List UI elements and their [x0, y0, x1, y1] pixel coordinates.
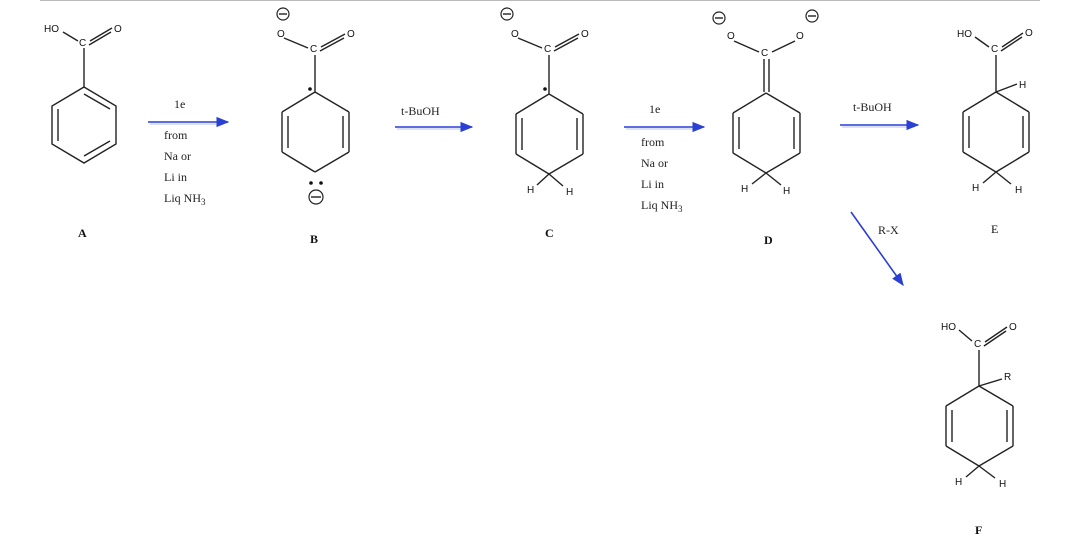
- condition-line: Li in: [164, 170, 187, 184]
- hydrogen-atom: H: [741, 184, 748, 195]
- hydrogen-atom: H: [955, 477, 962, 488]
- hydrogen-atom: H: [783, 186, 790, 197]
- carbon-atom: C: [761, 48, 768, 59]
- hydrogen-atom: H: [566, 187, 573, 198]
- condition-line: Na or: [164, 149, 191, 163]
- compound-e-dihydrobenzoic-acid: HO C O H H H E: [957, 28, 1033, 236]
- condition-line: 1e: [174, 97, 185, 111]
- step-1-reduction: 1e from Na or Li in Liq NH3: [148, 97, 230, 207]
- oxygen-atom: O: [1025, 28, 1033, 39]
- hydroxyl-atom: HO: [941, 322, 956, 333]
- reaction-arrow-5: [850, 211, 904, 287]
- reagent-label: R-X: [878, 223, 899, 237]
- hydrogen-atom: H: [1015, 185, 1022, 196]
- step-5-alkylation: R-X: [850, 211, 904, 287]
- oxygen-atom: O: [1009, 322, 1017, 333]
- charge-minus-icon: [500, 7, 514, 21]
- charge-minus-icon: [276, 7, 290, 21]
- radical-dot: [308, 87, 312, 91]
- carbon-atom: C: [310, 44, 317, 55]
- oxygen-atom: O: [347, 29, 355, 40]
- oxygen-atom: O: [114, 24, 122, 35]
- compound-label-c: C: [545, 226, 554, 240]
- lone-pair-dot: [319, 181, 323, 185]
- compound-label-d: D: [764, 233, 773, 247]
- bonds: [732, 40, 801, 186]
- compound-c-radical: O C O H H C: [500, 7, 589, 240]
- condition-line: 1e: [649, 102, 660, 116]
- compound-label-e: E: [991, 222, 998, 236]
- hydrogen-atom: H: [527, 185, 534, 196]
- top-divider-line: [40, 0, 1040, 1]
- hydroxyl-atom: HO: [957, 29, 972, 40]
- bonds: [281, 33, 350, 173]
- hydrogen-atom: H: [972, 183, 979, 194]
- hydrogen-atom: H: [1019, 80, 1026, 91]
- charge-minus-icon: [308, 189, 324, 205]
- bonds: [945, 326, 1014, 479]
- compound-d-dianion: O C O H H D: [712, 9, 819, 247]
- condition-line: Liq NH3: [641, 198, 683, 214]
- step-2-protonation: t-BuOH: [395, 104, 474, 133]
- condition-line: Li in: [641, 177, 664, 191]
- carbon-atom: C: [991, 44, 998, 55]
- r-group-atom: R: [1004, 372, 1011, 383]
- carbon-atom: C: [544, 44, 551, 55]
- compound-b-radical-anion: O C O B: [276, 7, 355, 246]
- lone-pair-dot: [309, 181, 313, 185]
- compound-label-b: B: [310, 232, 318, 246]
- condition-line: Liq NH3: [164, 191, 206, 207]
- compound-f-alkylated-acid: HO C O R H H F: [941, 322, 1017, 537]
- condition-line: Na or: [641, 156, 668, 170]
- compound-label-a: A: [78, 226, 87, 240]
- bonds: [515, 33, 584, 187]
- compound-a-benzoic-acid: HO C O A: [44, 24, 122, 240]
- oxygen-atom: O: [511, 29, 519, 40]
- oxygen-atom: O: [581, 29, 589, 40]
- oxygen-atom: O: [796, 31, 804, 42]
- charge-minus-icon: [712, 11, 726, 25]
- oxygen-atom: O: [277, 29, 285, 40]
- carbon-atom: C: [974, 339, 981, 350]
- oxygen-atom: O: [727, 31, 735, 42]
- charge-minus-icon: [805, 9, 819, 23]
- condition-line: from: [641, 135, 665, 149]
- bonds: [51, 27, 117, 164]
- condition-line: from: [164, 128, 188, 142]
- carbon-atom: C: [79, 38, 86, 49]
- compound-label-f: F: [975, 523, 982, 537]
- step-4-protonation: t-BuOH: [840, 100, 920, 131]
- step-3-reduction: 1e from Na or Li in Liq NH3: [624, 102, 706, 214]
- hydroxyl-atom: HO: [44, 24, 59, 35]
- radical-dot: [543, 87, 547, 91]
- reagent-label: t-BuOH: [401, 104, 440, 118]
- bonds: [962, 32, 1030, 185]
- reagent-label: t-BuOH: [853, 100, 892, 114]
- hydrogen-atom: H: [999, 479, 1006, 490]
